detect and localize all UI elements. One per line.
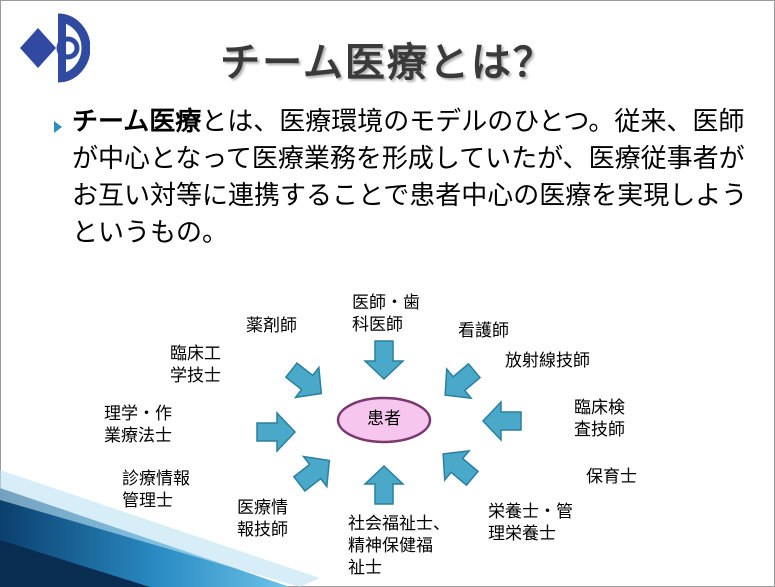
logo-icon [20, 13, 90, 83]
center-ellipse [336, 396, 432, 444]
role-doctor: 医師・歯 科医師 [352, 293, 420, 335]
corner-stripe-light [0, 470, 320, 587]
role-social-worker: 社会福祉士、 精神保健福 祉士 [348, 514, 450, 578]
role-dietitian: 栄養士・管 理栄養士 [488, 502, 573, 544]
slide-title: チーム医療とは？ [220, 40, 555, 86]
role-therapist: 理学・作 業療法士 [104, 404, 172, 446]
arrow-top [364, 340, 404, 380]
role-health-info-manager: 診療情報 管理士 [122, 469, 190, 511]
role-medical-info-technician: 医療情 報技師 [237, 498, 288, 540]
arrow-bottom [364, 465, 404, 505]
role-lab-technologist: 臨床検 査技師 [574, 398, 625, 440]
arrow-top-left [278, 354, 334, 410]
role-radiologic-technologist: 放射線技師 [505, 351, 590, 371]
arrow-right [482, 401, 522, 441]
bold-term: チーム医療 [72, 107, 202, 137]
role-childcare-worker: 保育士 [586, 467, 637, 487]
arrow-left [256, 412, 296, 452]
corner-stripe-dark [0, 540, 150, 587]
arrow-bottom-left [286, 444, 342, 500]
body-text: とは、医療環境のモデルのひとつ。従来、医師が中心となって医療業務を形成していたが… [72, 107, 748, 248]
arrow-top-right [432, 355, 488, 411]
arrow-bottom-right [430, 438, 486, 494]
body-paragraph: チーム医療とは、医療環境のモデルのひとつ。従来、医師が中心となって医療業務を形成… [72, 104, 762, 252]
role-pharmacist: 薬剤師 [246, 316, 297, 336]
role-nurse: 看護師 [458, 321, 509, 341]
bullet-marker [54, 121, 62, 133]
center-label-patient: 患者 [367, 409, 401, 429]
role-clinical-engineer: 臨床工 学技士 [170, 344, 221, 386]
